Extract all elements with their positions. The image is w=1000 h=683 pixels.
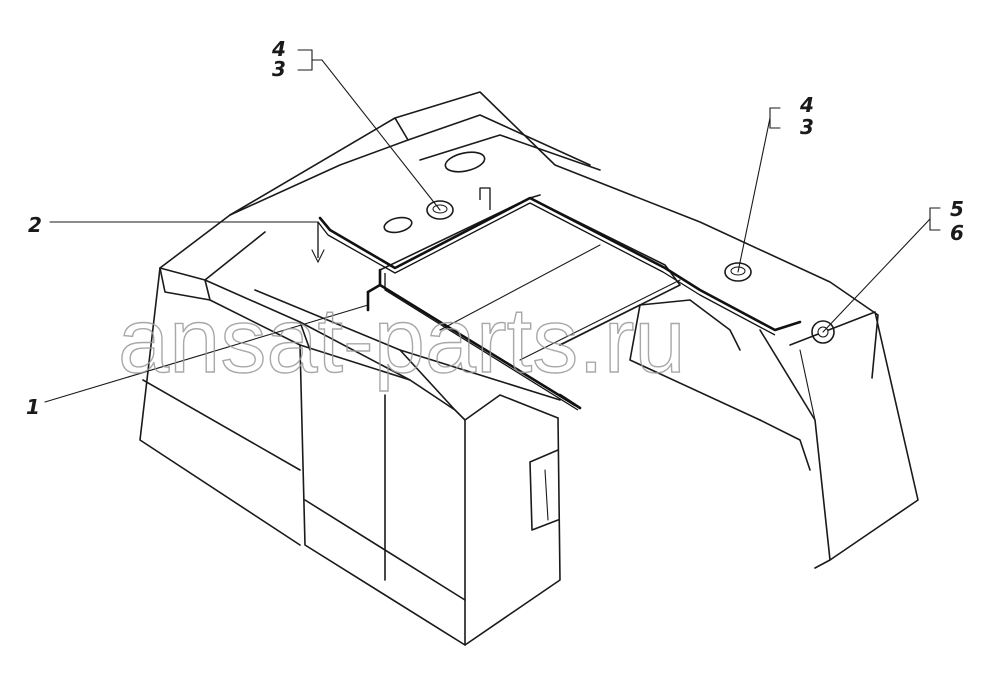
roof-outline: [229, 91, 879, 379]
callout-1: 1: [26, 395, 40, 419]
watermark-text: ansat-parts.ru: [118, 290, 686, 392]
roof-oval-small: [383, 216, 413, 234]
roof-oval-large: [444, 151, 486, 173]
leader-lines: [44, 49, 941, 403]
callout-6: 6: [950, 221, 964, 245]
callout-3-top-right: 3: [800, 115, 814, 139]
callout-4-top-left: 4: [271, 37, 286, 61]
callout-labels: 4 3 4 3 5 6 2 1: [26, 37, 964, 419]
callout-3-top-left: 3: [272, 57, 286, 81]
harness-main-run: [318, 196, 802, 332]
callout-5: 5: [950, 197, 964, 221]
wiring-harness: [311, 187, 802, 411]
callout-4-top-right: 4: [799, 93, 814, 117]
cab-body: [139, 91, 919, 646]
right-fender: [759, 329, 831, 569]
callout-2: 2: [28, 213, 42, 237]
lamp-left: [426, 200, 454, 220]
left-front-panel: [139, 214, 301, 546]
